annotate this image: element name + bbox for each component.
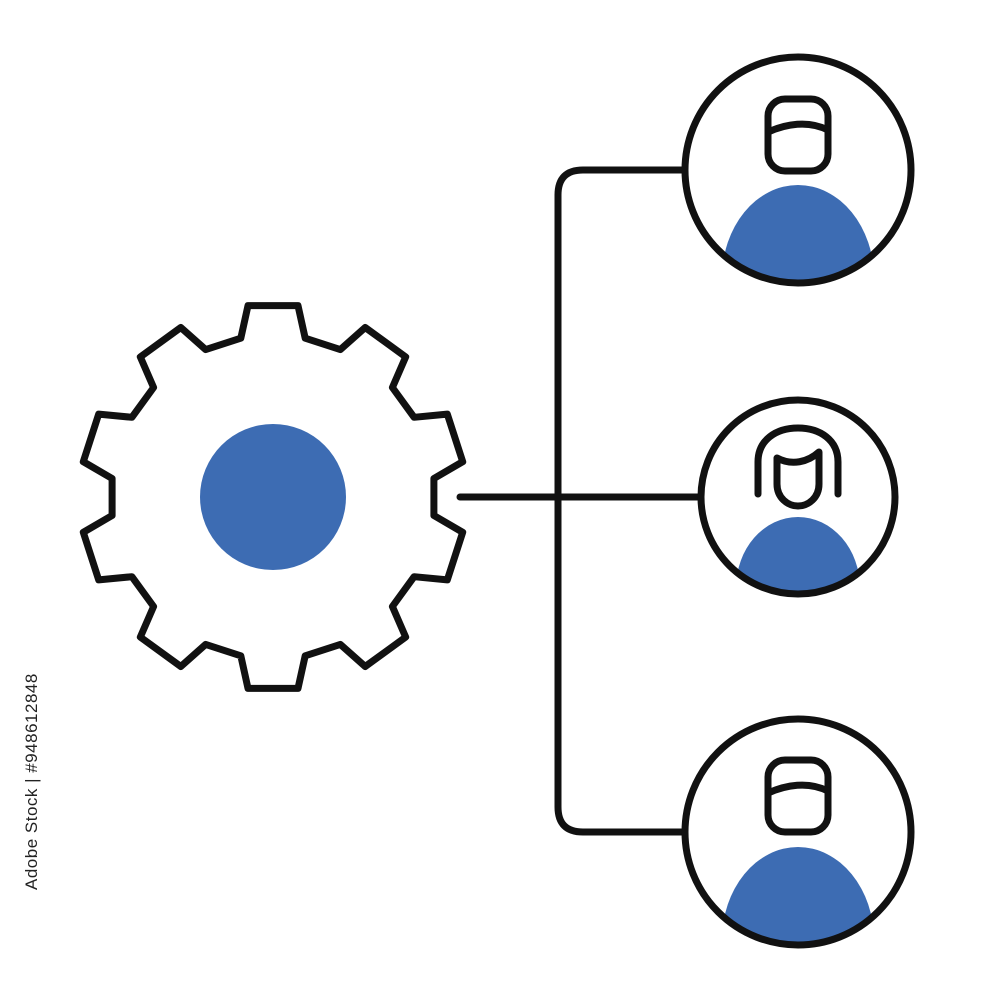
gear-center-dot [200, 424, 346, 570]
user-node-top [681, 53, 915, 287]
connector-lines [456, 166, 706, 836]
avatar-ring [681, 53, 915, 287]
user-node-middle [697, 396, 899, 598]
female-user-icon [754, 424, 842, 510]
avatar-ring [681, 715, 915, 949]
avatar-body [736, 517, 860, 594]
avatar-body [722, 185, 874, 283]
gear-icon [79, 302, 467, 692]
connector-to-user-bottom [554, 493, 690, 836]
male-user-icon [764, 756, 832, 836]
watermark-text: Adobe Stock | #948612848 [22, 673, 41, 890]
connector-to-user-top [554, 166, 690, 501]
user-node-bottom [681, 715, 915, 949]
avatar-ring [697, 396, 899, 598]
avatar-body [722, 847, 874, 945]
male-user-icon [764, 95, 832, 175]
